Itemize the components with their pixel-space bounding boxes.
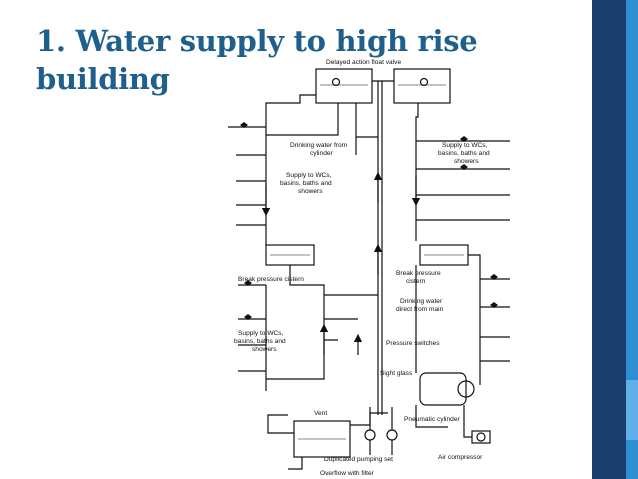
label-supply-lower-3: showers <box>252 346 277 353</box>
float-valve-left-icon <box>331 77 341 87</box>
label-supply-upper-right-1: Supply to WCs, <box>442 142 488 149</box>
label-air-compressor: Air compressor <box>438 454 483 461</box>
label-supply-upper-right-2: basins, baths and <box>438 150 490 157</box>
label-delayed-float-valve: Delayed action float valve <box>326 59 401 66</box>
slide-title-line-1: 1. Water supply to high rise <box>36 24 478 58</box>
label-break-cistern-right-2: cistern <box>406 278 426 285</box>
side-bar-dark-band <box>592 0 626 479</box>
label-supply-upper-left-1: Supply to WCs, <box>286 172 332 179</box>
label-drinking-cylinder-1: Drinking water from <box>290 142 348 149</box>
label-supply-lower-1: Supply to WCs, <box>238 330 284 337</box>
label-supply-upper-left-2: basins, baths and <box>280 180 332 187</box>
label-pneumatic-cylinder: Pneumatic cylinder <box>404 416 461 423</box>
diagram-svg: Delayed action float valve Drinking wate… <box>228 59 510 477</box>
water-supply-diagram: Delayed action float valve Drinking wate… <box>228 55 510 479</box>
label-overflow: Overflow with filter <box>320 470 375 477</box>
pneumatic-cylinder <box>419 372 467 406</box>
label-drinking-cylinder-2: cylinder <box>310 150 334 157</box>
label-pumping-set: Duplicated pumping set <box>324 456 393 463</box>
valve-glyphs <box>240 122 498 320</box>
decorative-side-bar <box>592 0 638 479</box>
pump-1-icon <box>364 429 376 441</box>
roof-tank-left <box>315 68 373 104</box>
side-bar-highlight <box>626 380 638 440</box>
pressure-vessel-icon <box>457 380 475 398</box>
side-bar-light-band <box>626 0 638 479</box>
label-supply-upper-left-3: showers <box>298 188 323 195</box>
slide-title: 1. Water supply to high rise building <box>36 22 506 98</box>
slide-title-line-2: building <box>36 62 170 96</box>
roof-tank-right <box>393 68 451 104</box>
label-supply-upper-right-3: showers <box>454 158 479 165</box>
label-drinking-main-2: direct from main <box>396 306 444 313</box>
basement-storage-tank <box>293 420 351 458</box>
label-vent: Vent <box>314 410 327 417</box>
label-supply-lower-2: basins, baths and <box>234 338 286 345</box>
compressor-icon <box>476 432 486 442</box>
label-drinking-main-1: Drinking water <box>400 298 443 305</box>
label-break-cistern-left: Break pressure cistern <box>238 276 304 283</box>
pump-2-icon <box>386 429 398 441</box>
label-sight-glass: Sight glass <box>380 370 413 377</box>
label-pressure-switches: Pressure switches <box>386 340 440 347</box>
label-break-cistern-right-1: Break pressure <box>396 270 441 277</box>
float-valve-right-icon <box>419 77 429 87</box>
